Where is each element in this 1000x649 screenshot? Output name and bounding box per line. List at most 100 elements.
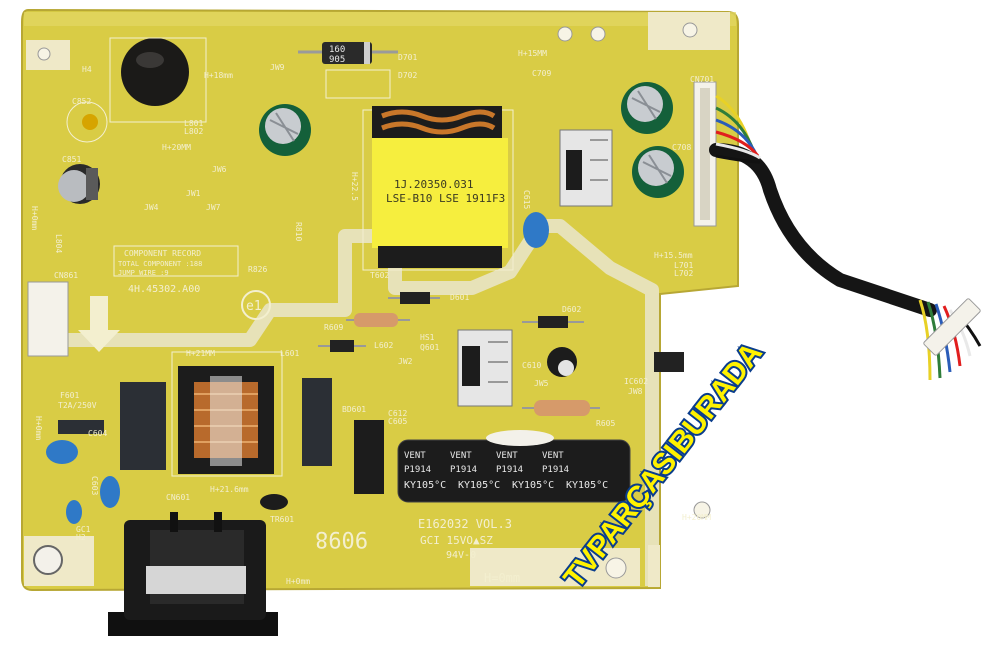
label-l601: L601	[280, 349, 299, 358]
label-h21-6: H+21.6mm	[210, 485, 249, 494]
capacitor-c851-stripe	[86, 168, 98, 200]
board-shade-top	[24, 12, 736, 26]
mount-hole-bm	[605, 557, 627, 579]
svg-text:KY105°C: KY105°C	[566, 480, 608, 491]
svg-text:KY105°C: KY105°C	[458, 480, 500, 491]
label-tr601: TR601	[270, 515, 294, 524]
mount-hole-tr2	[590, 26, 606, 42]
mount-hole-tr3	[682, 22, 698, 38]
label-h2: H2	[76, 533, 86, 542]
label-jw6: JW6	[212, 165, 227, 174]
label-h15mm: H+15MM	[518, 49, 547, 58]
label-d601: D601	[450, 293, 469, 302]
isolation-track	[30, 219, 659, 586]
label-jw4: JW4	[144, 203, 159, 212]
capacitor-bulk	[397, 430, 631, 503]
label-c605: C605	[388, 417, 407, 426]
date-code: 9098	[315, 526, 368, 551]
svg-text:VENT: VENT	[450, 451, 472, 461]
label-c604: C604	[88, 429, 107, 438]
label-t602: T602	[370, 271, 389, 280]
label-h0mm-b: H=0mm	[484, 571, 520, 585]
capacitor-c852	[66, 101, 108, 143]
svg-text:KY105°C: KY105°C	[512, 480, 554, 491]
mount-hole-tr	[557, 26, 573, 42]
label-jw2: JW2	[398, 357, 413, 366]
label-cn861: CN861	[54, 271, 78, 280]
component-record-title: COMPONENT RECORD	[124, 249, 201, 258]
logo-e1-circle	[241, 290, 271, 320]
capacitor-top-shine	[136, 52, 164, 68]
label-r609: R609	[324, 323, 343, 332]
mount-hole-tl	[37, 47, 51, 61]
label-r810: R810	[294, 222, 303, 241]
choke-l601-outline	[171, 351, 283, 477]
label-d701: D701	[398, 53, 417, 62]
transformer-label-line2: LSE-B10 LSE 1911F3	[386, 192, 505, 205]
svg-text:VENT: VENT	[404, 451, 426, 461]
corner-pad-br	[648, 545, 660, 587]
diode-d601	[388, 292, 440, 304]
heatsink-top	[559, 129, 613, 207]
label-h0mm-side: H+0mm	[30, 206, 39, 230]
arrow-silkscreen	[78, 296, 120, 352]
capacitor-x-left	[120, 382, 166, 470]
capacitor-c610-top	[558, 360, 574, 376]
label-c709: C709	[532, 69, 551, 78]
label-gc1: GC1	[76, 525, 91, 534]
resistor-r609	[346, 313, 410, 327]
label-jw7: JW7	[206, 203, 221, 212]
label-l701: L701	[674, 261, 693, 270]
label-h15-5mm: H+15.5mm	[654, 251, 693, 260]
label-jw8: JW8	[628, 387, 643, 396]
resistor-r605	[522, 400, 600, 416]
model-line3: 94V-0	[446, 550, 476, 561]
fuse-ref: F601	[60, 391, 79, 400]
label-r605: R605	[596, 419, 615, 428]
logo-e1: e1	[246, 299, 262, 314]
label-c610: C610	[522, 361, 541, 370]
label-r826: R826	[248, 265, 267, 274]
mount-hole-br	[693, 501, 711, 519]
svg-text:VENT: VENT	[496, 451, 518, 461]
connector-cable-end	[923, 298, 981, 356]
diode-d701-text-bottom: 905	[329, 55, 345, 65]
label-h20mm-b: H+20MM	[682, 513, 711, 522]
model-line1: E162032 VOL.3	[418, 517, 512, 531]
connector-cn861	[27, 281, 69, 357]
label-l804: L804	[54, 234, 63, 253]
diode-d602	[522, 316, 584, 328]
transformer-label-line1: 1J.20350.031	[394, 178, 473, 191]
label-q601: Q601	[420, 343, 439, 352]
cable-bundle	[709, 143, 937, 317]
capacitor-c851-top	[58, 170, 90, 202]
capacitor-blue-c615	[523, 212, 549, 248]
label-d702: D702	[398, 71, 417, 80]
label-l602: L602	[374, 341, 393, 350]
capacitor-green-1	[259, 104, 311, 156]
capacitor-c852-body	[82, 114, 98, 130]
label-ic602: IC602	[624, 377, 648, 386]
model-line2: GCI 15VO▲SZ	[420, 534, 493, 547]
label-bd601: BD601	[342, 405, 366, 414]
part-number: 4H.45302.A00	[128, 284, 200, 295]
outline-l801	[109, 37, 207, 123]
label-l802: L802	[184, 127, 203, 136]
diode-d701: 160 905	[298, 42, 398, 65]
capacitor-green-2	[621, 82, 673, 134]
label-jw9: JW9	[270, 63, 285, 72]
label-l702: L702	[674, 269, 693, 278]
label-jw1: JW1	[186, 189, 201, 198]
label-h0mm-c: H+0mm	[286, 577, 310, 586]
label-jw5: JW5	[534, 379, 549, 388]
label-h4: H4	[82, 65, 92, 74]
capacitor-blue-c603	[100, 476, 120, 508]
svg-text:P1914: P1914	[542, 465, 569, 475]
label-cn601: CN601	[166, 493, 190, 502]
choke-l601	[178, 366, 274, 474]
diode-d701-text-top: 160	[329, 45, 345, 55]
capacitor-bulk-text: VENT VENT VENT VENT P1914 P1914 P1914 P1…	[404, 451, 608, 491]
component-record-box	[113, 245, 239, 277]
ic-ic602	[654, 352, 684, 372]
transformer-t602	[372, 106, 508, 268]
